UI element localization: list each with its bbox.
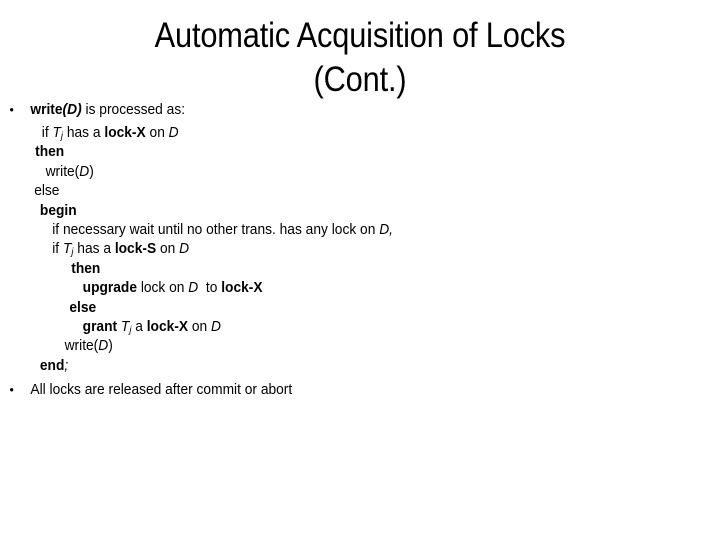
- code-line-if-lockx: if Tj has a lock-X on D: [41, 125, 179, 143]
- list-item: • All locks are released after commit or…: [0, 376, 684, 404]
- code-line-write-1: write(D): [45, 163, 94, 180]
- code-line-begin: begin: [39, 202, 77, 219]
- page-title: Automatic Acquisition of Locks (Cont.): [96, 14, 624, 102]
- title-line-2: (Cont.): [313, 60, 407, 99]
- code-line-if-necessary: if necessary wait until no other trans. …: [52, 221, 393, 238]
- code-line-grant: grant Tj a lock-X on D: [82, 318, 222, 337]
- bullet-icon: •: [9, 102, 14, 117]
- code-line-else-2: else: [69, 299, 97, 316]
- code-line-if-locks: if Tj has a lock-S on D: [52, 241, 190, 259]
- bullet-text-all-locks-released: All locks are released after commit or a…: [30, 382, 293, 399]
- slide-body: • write(D) is processed as: if Tj has a …: [0, 96, 720, 404]
- title-line-1: Automatic Acquisition of Locks: [154, 16, 566, 55]
- code-line-then-1: then: [35, 144, 65, 161]
- code-line-write-2: write(D): [64, 338, 113, 355]
- list-item: • write(D) is processed as:: [0, 96, 684, 124]
- code-line-then-2: then: [71, 260, 101, 277]
- bullet-text-write-processed: write(D) is processed as:: [30, 102, 186, 118]
- bullet-icon: •: [9, 382, 14, 398]
- code-line-else-1: else: [34, 183, 60, 200]
- code-line-end: end;: [39, 357, 69, 374]
- code-line-upgrade: upgrade lock on D to lock-X: [82, 280, 263, 297]
